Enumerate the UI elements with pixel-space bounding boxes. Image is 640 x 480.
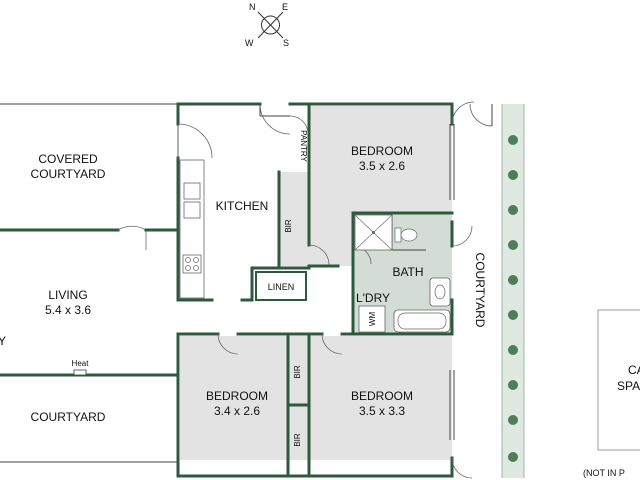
carport-outline xyxy=(597,309,640,451)
compass: N E W S xyxy=(245,2,289,48)
bedroom2-label: BEDROOM xyxy=(206,389,268,403)
covered-courtyard-label-2: COURTYARD xyxy=(31,167,106,181)
courtyard-right-label: COURTYARD xyxy=(473,253,487,328)
compass-s: S xyxy=(283,38,289,48)
living-label: LIVING xyxy=(48,288,87,302)
pantry-label: PANTRY xyxy=(299,130,308,162)
linen-label: LINEN xyxy=(268,282,295,292)
bedroom2-dims: 3.4 x 2.6 xyxy=(214,404,260,418)
living-dims: 5.4 x 3.6 xyxy=(45,303,91,317)
carport-label-2: SPA xyxy=(617,379,640,393)
linen-cupboard xyxy=(255,271,307,301)
bath-fixtures xyxy=(354,214,451,333)
courtyard-strip xyxy=(501,104,525,478)
bedroom1-dims: 3.5 x 2.6 xyxy=(359,159,405,173)
bedroom3-dims: 3.5 x 3.3 xyxy=(359,404,405,418)
covered-courtyard-label-1: COVERED xyxy=(38,152,98,166)
bir-low-label: BIR xyxy=(293,433,302,447)
courtyard-left-label: COURTYARD xyxy=(31,410,106,424)
cut-y-label: Y xyxy=(0,334,6,348)
room-fills xyxy=(180,106,452,460)
bir-mid-label: BIR xyxy=(293,365,302,379)
laundry-label: L'DRY xyxy=(356,291,390,305)
windows xyxy=(449,124,455,440)
compass-n: N xyxy=(249,2,256,12)
carport-label-1: CA xyxy=(628,363,640,377)
bedroom1-label: BEDROOM xyxy=(351,144,413,158)
bath-label: BATH xyxy=(392,265,423,279)
doors xyxy=(177,101,493,479)
not-in-plan-label: (NOT IN P xyxy=(583,468,625,478)
kitchen-fixtures xyxy=(179,159,205,299)
labels: COVERED COURTYARD KITCHEN PANTRY BEDROOM… xyxy=(0,130,640,478)
walls xyxy=(176,102,454,478)
wm-label: WM xyxy=(368,312,377,327)
bedroom3-label: BEDROOM xyxy=(351,389,413,403)
compass-e: E xyxy=(282,2,288,12)
heat-label: Heat xyxy=(72,359,90,368)
kitchen-label: KITCHEN xyxy=(216,199,269,213)
compass-w: W xyxy=(245,38,254,48)
bir-top-label: BIR xyxy=(284,219,293,233)
